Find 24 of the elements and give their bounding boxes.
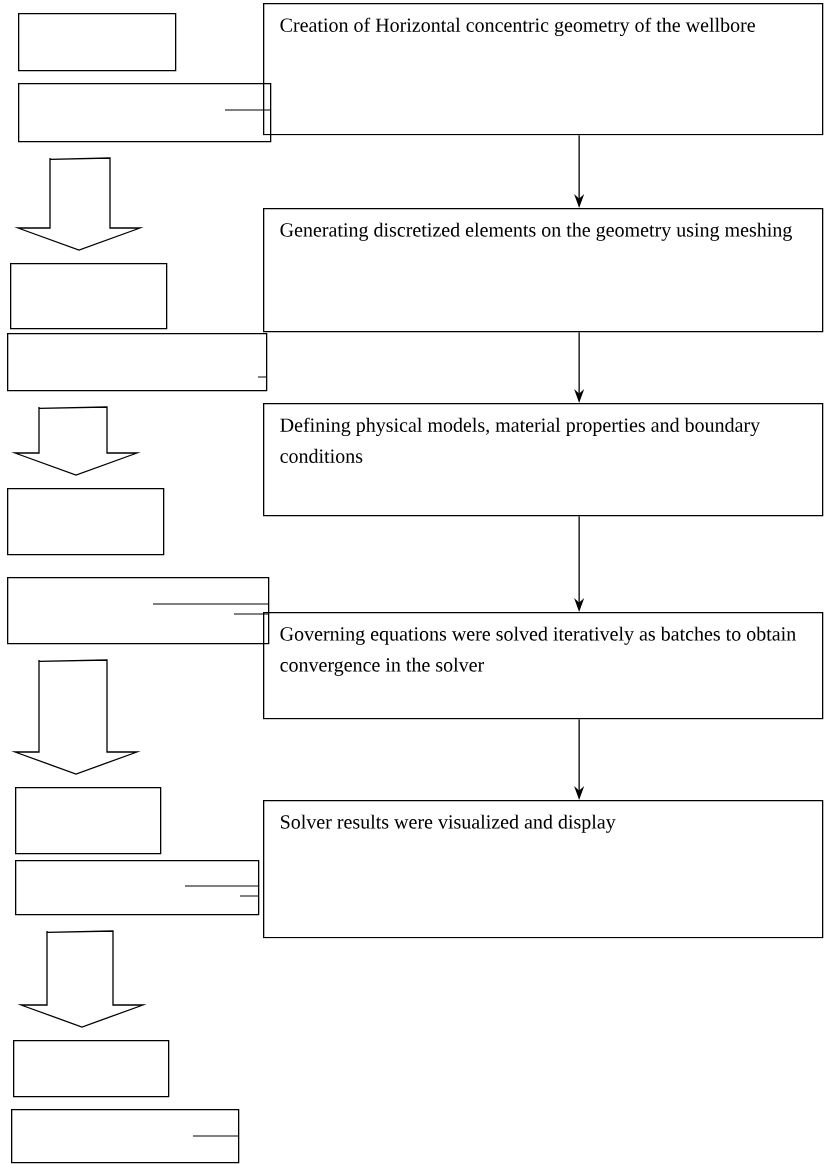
empty-box — [7, 488, 165, 556]
step-text: Generating discretized elements on the geometry using meshing — [280, 222, 792, 241]
block-arrow — [11, 659, 141, 775]
empty-box — [18, 83, 272, 143]
empty-box — [10, 263, 168, 330]
process-box — [263, 403, 824, 517]
process-box — [263, 3, 824, 136]
step-text: Governing equations were solved iteratively as batches to obtain convergence in the solver — [280, 626, 796, 676]
block-arrow — [17, 930, 147, 1028]
empty-box — [11, 1109, 240, 1164]
process-box — [263, 800, 824, 939]
empty-box — [15, 860, 260, 916]
process-box — [263, 612, 824, 720]
empty-box — [18, 13, 177, 72]
block-arrow — [11, 406, 141, 476]
empty-box — [7, 577, 270, 645]
step-text: Creation of Horizontal concentric geometry of the wellbore — [280, 17, 755, 37]
step-text: Defining physical models, material properties and boundary conditions — [280, 417, 761, 463]
empty-box — [7, 333, 268, 392]
empty-box — [13, 1040, 170, 1098]
empty-box — [15, 787, 162, 855]
step-text: Solver results were visualized and display — [281, 814, 616, 833]
process-box — [263, 208, 824, 333]
block-arrow — [14, 157, 144, 251]
